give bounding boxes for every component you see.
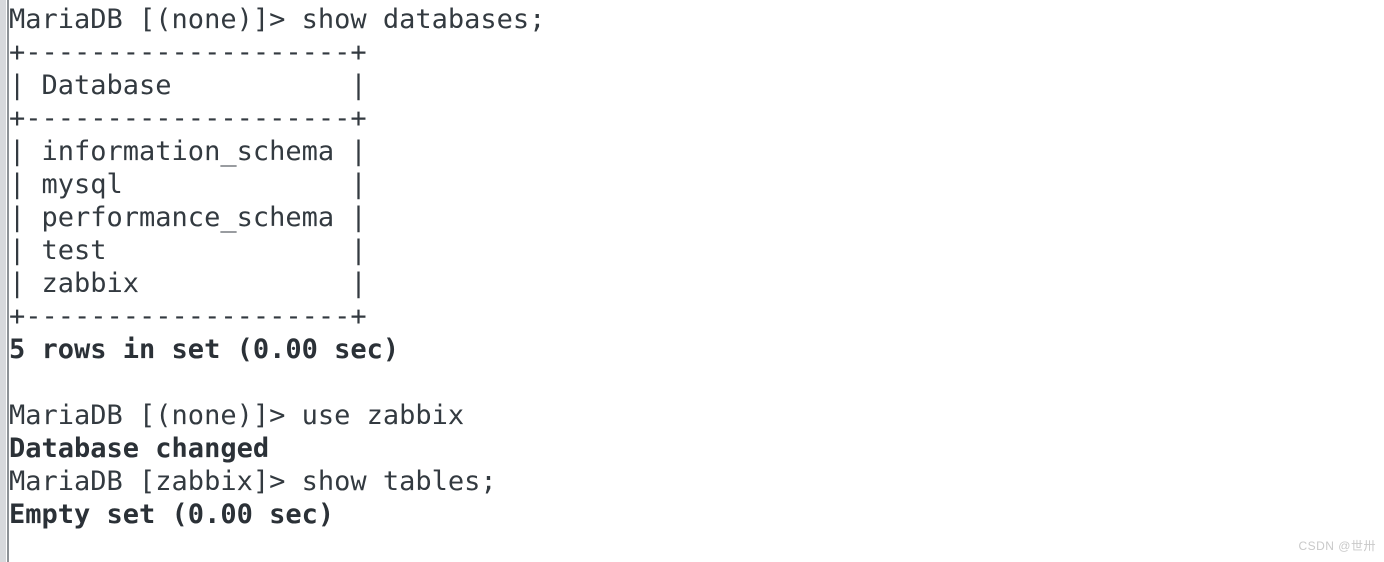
terminal-line: | mysql | xyxy=(9,169,367,200)
terminal-line: | zabbix | xyxy=(9,268,367,299)
terminal-line: +--------------------+ xyxy=(9,103,367,134)
terminal-line: MariaDB [(none)]> show databases; xyxy=(9,4,546,35)
console-output[interactable]: MariaDB [(none)]> show databases;+------… xyxy=(9,0,1384,562)
terminal-line: MariaDB [(none)]> use zabbix xyxy=(9,400,465,431)
left-gutter xyxy=(0,0,9,562)
terminal-line: Database changed xyxy=(9,433,270,464)
terminal-line: | performance_schema | xyxy=(9,202,367,233)
terminal-line: +--------------------+ xyxy=(9,301,367,332)
terminal-line: 5 rows in set (0.00 sec) xyxy=(9,334,400,365)
terminal-line: | Database | xyxy=(9,70,367,101)
window-divider xyxy=(7,0,9,562)
terminal-line: MariaDB [zabbix]> show tables; xyxy=(9,466,497,497)
terminal-line xyxy=(9,366,1384,399)
vertical-scrollbar[interactable] xyxy=(0,0,6,562)
terminal-line: Empty set (0.00 sec) xyxy=(9,499,335,530)
terminal-line: | test | xyxy=(9,235,367,266)
terminal-line: +--------------------+ xyxy=(9,37,367,68)
terminal-line: | information_schema | xyxy=(9,136,367,167)
csdn-watermark: CSDN @世卅 xyxy=(1298,539,1376,553)
